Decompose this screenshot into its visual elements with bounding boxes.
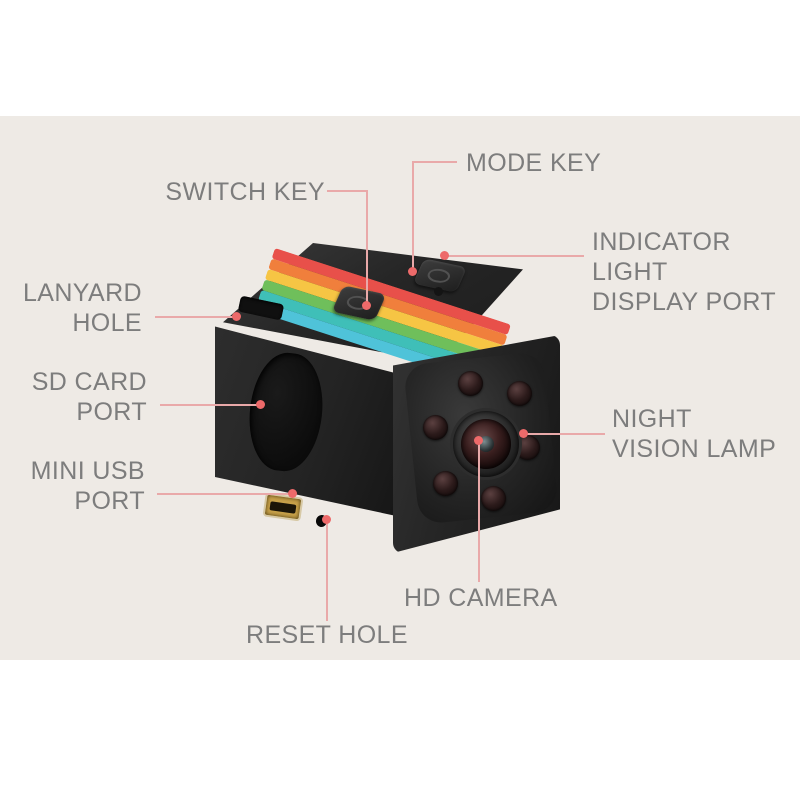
leader-dot-switch-key [362, 301, 371, 310]
leader-line-lanyard-hole [155, 316, 237, 318]
leader-line-mode-key [412, 161, 457, 163]
leader-line-mode-key [412, 161, 414, 271]
leader-line-indicator-light [444, 255, 584, 257]
ir-lamp-icon [507, 381, 532, 406]
leader-line-switch-key [327, 190, 368, 192]
leader-dot-hd-camera [474, 436, 483, 445]
ir-lamp-icon [481, 486, 506, 511]
indicator-light-port [434, 287, 443, 296]
leader-line-hd-camera [478, 440, 480, 582]
lens-ring [461, 419, 511, 469]
label-night-vision-lamp: NIGHT VISION LAMP [612, 405, 777, 463]
leader-dot-sd-card-port [256, 400, 265, 409]
leader-line-mini-usb-port [157, 493, 292, 495]
leader-dot-night-vision-lamp [519, 429, 528, 438]
label-switch-key: SWITCH KEY [165, 178, 325, 206]
ir-lamp-icon [433, 471, 458, 496]
ir-lamp-icon [423, 415, 448, 440]
label-sd-card-port: SD CARD PORT [31, 368, 147, 426]
mini-usb-port-feature [262, 492, 304, 522]
label-lanyard-hole: LANYARD HOLE [22, 279, 142, 337]
leader-dot-reset-hole [322, 515, 331, 524]
label-indicator-light-display-port: INDICATOR LIGHT DISPLAY PORT [592, 228, 777, 316]
mini-cube-camera-illustration [215, 243, 560, 553]
label-reset-hole: RESET HOLE [246, 621, 408, 649]
leader-line-reset-hole [326, 521, 328, 621]
leader-dot-lanyard-hole [232, 312, 241, 321]
ir-lamp-icon [515, 435, 540, 460]
leader-line-night-vision-lamp [525, 433, 605, 435]
ir-lamp-icon [458, 371, 483, 396]
leader-dot-indicator-light [440, 251, 449, 260]
leader-dot-mini-usb-port [288, 489, 297, 498]
label-mini-usb-port: MINI USB PORT [30, 457, 145, 515]
label-hd-camera: HD CAMERA [404, 584, 558, 612]
label-mode-key: MODE KEY [466, 149, 602, 177]
leader-line-sd-card-port [160, 404, 260, 406]
leader-dot-mode-key [408, 267, 417, 276]
leader-line-switch-key [366, 190, 368, 305]
hd-camera-lens [453, 411, 519, 477]
